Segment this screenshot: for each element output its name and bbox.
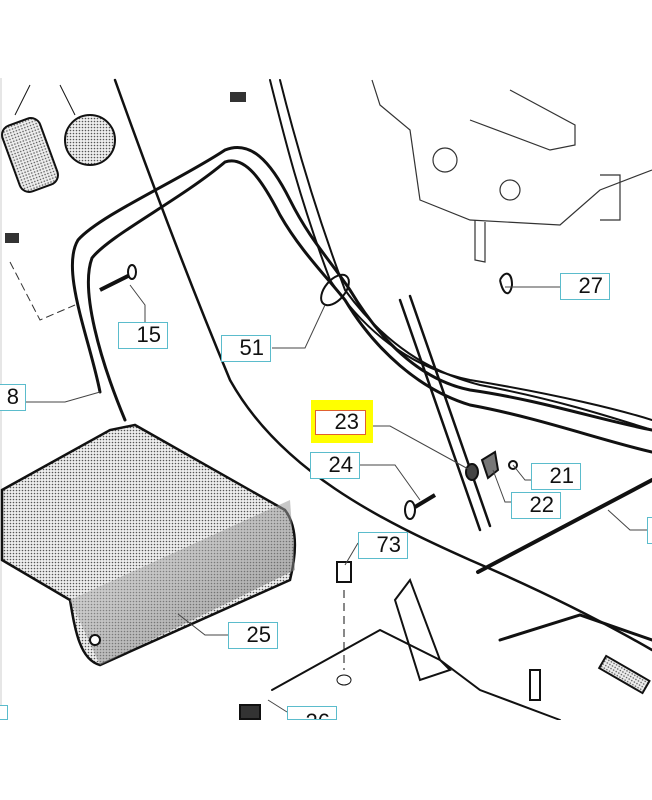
screw-15	[99, 264, 137, 292]
small-parts	[239, 450, 651, 720]
handle-outer	[70, 146, 652, 432]
handle-inner	[86, 159, 652, 454]
engine	[371, 79, 652, 295]
callout-25[interactable]: 25	[228, 622, 278, 649]
lower-bar-2	[408, 294, 492, 528]
callout-73[interactable]: 73	[358, 532, 408, 559]
callout-cut-right	[647, 517, 652, 544]
callout-24[interactable]: 24	[310, 452, 360, 479]
callout-21[interactable]: 21	[531, 463, 581, 490]
right-rod	[498, 613, 652, 642]
callout-27[interactable]: 27	[560, 273, 610, 300]
callout-23[interactable]: 23	[315, 410, 366, 435]
highlight-box: 23	[311, 400, 373, 443]
clip-51	[320, 273, 350, 307]
callout-26[interactable]: 26	[287, 706, 337, 720]
callout-cut-left	[0, 705, 8, 720]
callout-51[interactable]: 51	[221, 335, 271, 362]
callout-22[interactable]: 22	[511, 492, 561, 519]
bottom-margin	[0, 720, 652, 800]
knob-parts	[1, 84, 246, 321]
callout-8[interactable]: 8	[0, 384, 26, 411]
bracket	[393, 577, 452, 682]
flap-25	[0, 423, 297, 667]
lower-bar	[398, 298, 482, 532]
cable-bundle	[269, 79, 652, 421]
lower-rod	[476, 478, 652, 574]
cable-bundle-2	[279, 79, 652, 431]
callout-15[interactable]: 15	[118, 322, 168, 349]
